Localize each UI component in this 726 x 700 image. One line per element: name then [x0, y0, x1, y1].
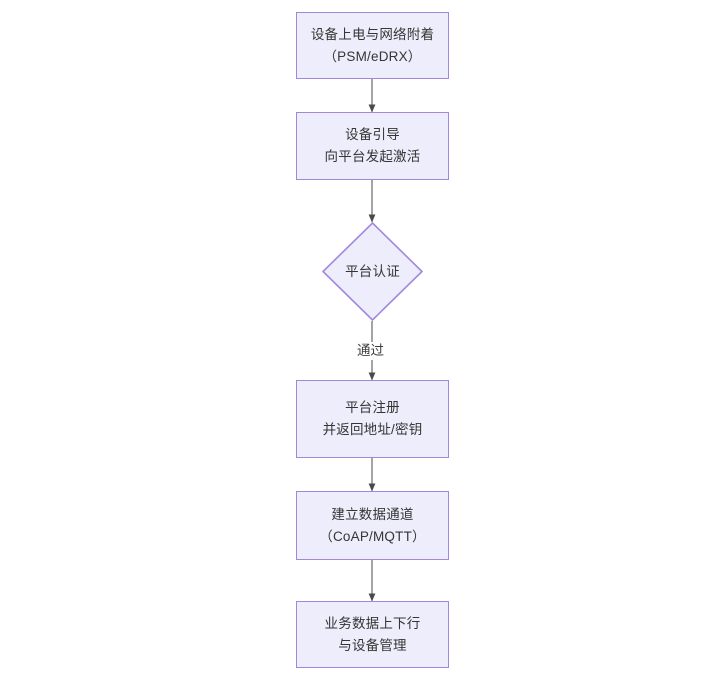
edge-label-pass: 通过 — [355, 342, 386, 360]
node-platform-register-label: 平台注册 并返回地址/密钥 — [322, 400, 423, 437]
node-data-channel-label: 建立数据通道 （CoAP/MQTT） — [319, 506, 426, 544]
edge-label-pass-text: 通过 — [357, 343, 384, 358]
node-power-on[interactable]: 设备上电与网络附着 （PSM/eDRX） — [296, 12, 449, 79]
node-service-data[interactable]: 业务数据上下行 与设备管理 — [296, 601, 449, 668]
node-data-channel[interactable]: 建立数据通道 （CoAP/MQTT） — [296, 491, 449, 560]
node-bootstrap[interactable]: 设备引导 向平台发起激活 — [296, 112, 449, 180]
diamond-shape — [322, 222, 423, 321]
node-platform-auth-label: 平台认证 — [345, 263, 400, 279]
node-platform-register[interactable]: 平台注册 并返回地址/密钥 — [296, 380, 449, 458]
node-bootstrap-label: 设备引导 向平台发起激活 — [324, 127, 421, 164]
node-power-on-label: 设备上电与网络附着 （PSM/eDRX） — [310, 26, 435, 64]
node-platform-auth[interactable]: 平台认证 — [322, 222, 423, 321]
node-service-data-label: 业务数据上下行 与设备管理 — [324, 615, 421, 653]
